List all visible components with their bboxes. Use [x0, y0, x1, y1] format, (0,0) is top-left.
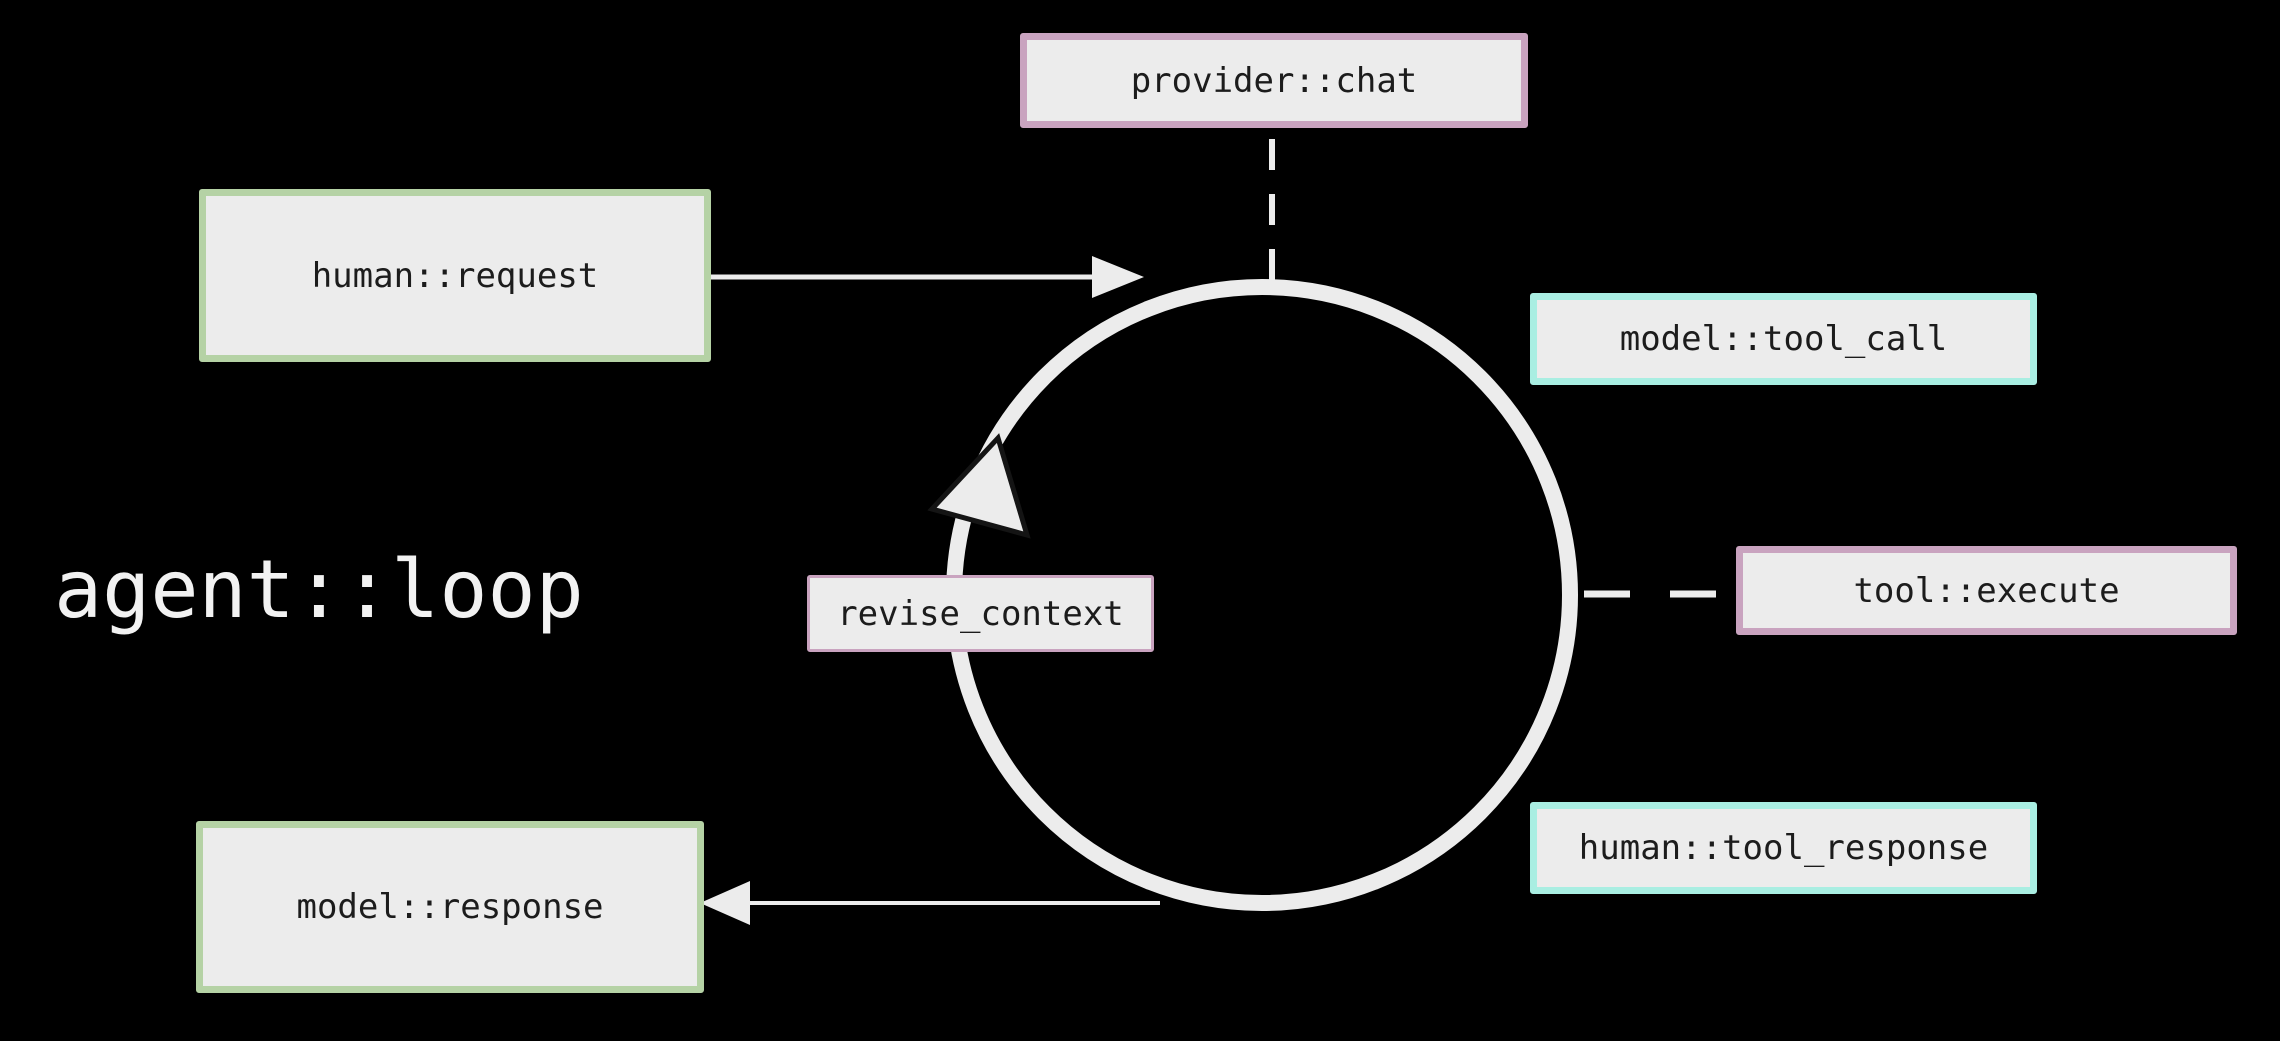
node-revise-context-label: revise_context [837, 593, 1124, 634]
node-model-response: model::response [196, 821, 704, 993]
node-model-tool-call: model::tool_call [1530, 293, 2037, 385]
node-human-request: human::request [199, 189, 711, 362]
node-revise-context: revise_context [807, 575, 1154, 652]
node-model-response-label: model::response [296, 887, 604, 927]
node-tool-execute: tool::execute [1736, 546, 2237, 635]
node-human-request-label: human::request [311, 255, 599, 296]
node-human-tool-response-label: human::tool_response [1578, 828, 1989, 868]
arrow-human-request-head [1092, 256, 1144, 298]
loop-title: agent::loop [54, 543, 584, 636]
node-tool-execute-label: tool::execute [1853, 570, 2120, 611]
node-provider-chat: provider::chat [1020, 33, 1528, 128]
node-human-tool-response: human::tool_response [1530, 802, 2037, 894]
node-provider-chat-label: provider::chat [1130, 60, 1418, 101]
arrow-model-response-head [700, 881, 750, 925]
node-model-tool-call-label: model::tool_call [1619, 319, 1948, 359]
loop-direction-arrowhead-icon [927, 433, 1031, 539]
